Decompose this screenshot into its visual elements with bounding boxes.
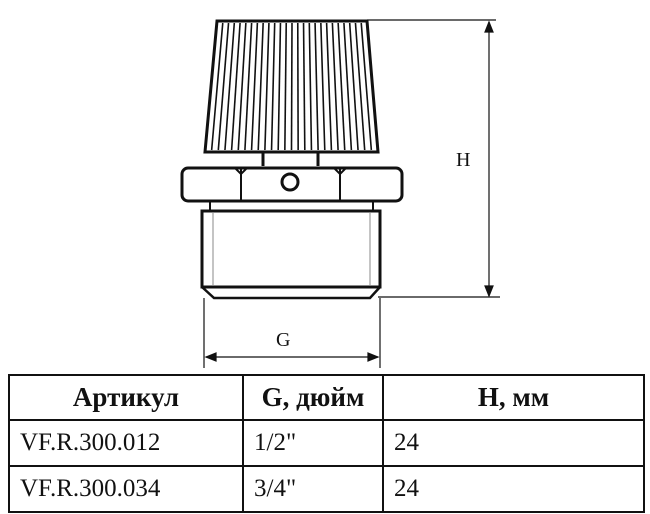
knurl-rib: [257, 22, 264, 151]
knurl-rib: [325, 22, 333, 151]
table-row: VF.R.300.034 3/4" 24: [8, 465, 645, 513]
knurl-rib: [302, 22, 306, 151]
knurl-rib: [343, 22, 353, 151]
spec-table: Артикул G, дюйм H, мм VF.R.300.012 1/2" …: [8, 374, 645, 513]
knurl-rib: [284, 22, 288, 151]
cell-g: 3/4": [242, 465, 384, 513]
knurl-rib: [264, 22, 270, 151]
knurl-rib: [337, 22, 346, 151]
cell-h: 24: [382, 465, 645, 513]
knurl-rib: [230, 22, 241, 151]
header-h: H, мм: [382, 374, 645, 421]
knurl-rib: [320, 22, 326, 151]
knurl-rib: [210, 22, 224, 151]
cell-g: 1/2": [242, 419, 384, 467]
header-g: G, дюйм: [242, 374, 384, 421]
thread-body: [200, 209, 382, 289]
height-label: H: [456, 149, 470, 171]
knurl-rib: [277, 22, 282, 151]
cell-article: VF.R.300.034: [8, 465, 244, 513]
knurl-rib: [348, 22, 359, 151]
cell-h: 24: [382, 419, 645, 467]
knurl-rib: [250, 22, 259, 151]
knurl-rib: [237, 22, 247, 151]
table-header-row: Артикул G, дюйм H, мм: [8, 374, 645, 421]
knurl-rib: [224, 22, 236, 151]
hex-nut: [180, 166, 404, 203]
header-article: Артикул: [8, 374, 244, 421]
knurl-rib: [354, 22, 366, 151]
knurl-rib: [360, 22, 373, 151]
knurl-rib: [244, 22, 253, 151]
knurl-rib: [217, 22, 230, 151]
knurl-rib: [314, 22, 319, 151]
valve-drawing: H G: [180, 19, 500, 368]
knurl-rib: [331, 22, 339, 151]
knurl-rib: [270, 22, 276, 151]
chamfer: [201, 286, 381, 300]
diameter-label: G: [276, 329, 290, 351]
knurl-rib: [308, 22, 313, 151]
hole: [280, 172, 300, 192]
table-row: VF.R.300.012 1/2" 24: [8, 419, 645, 467]
stem: [261, 152, 320, 166]
cell-article: VF.R.300.012: [8, 419, 244, 467]
knurl-rib: [290, 22, 293, 151]
